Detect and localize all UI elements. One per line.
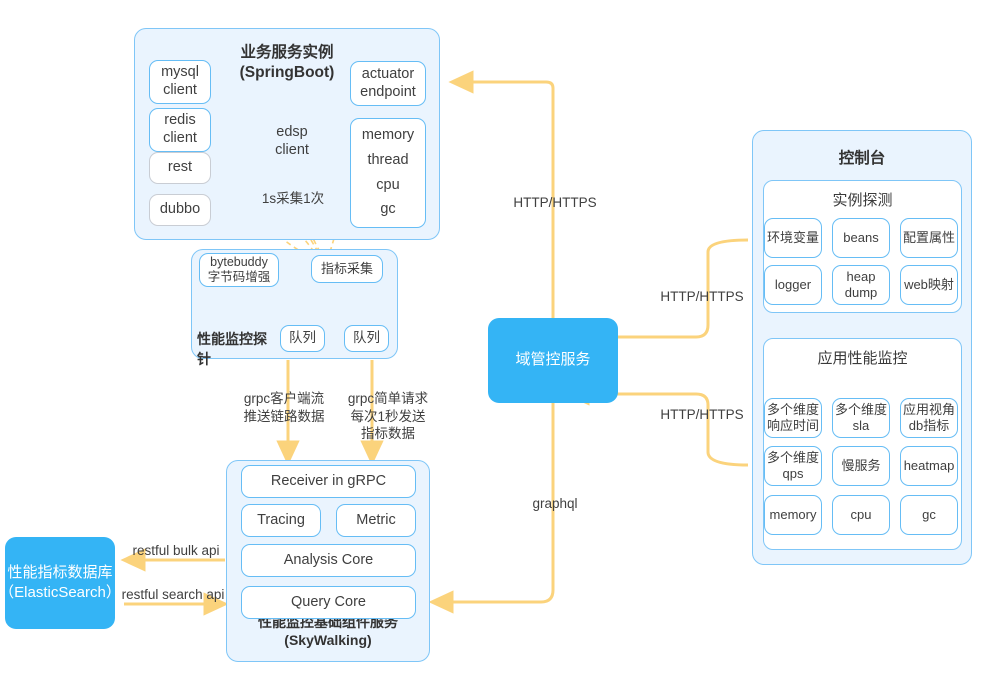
node-app-db-metrics[interactable]: 应用视角 db指标 <box>900 398 958 438</box>
node-label: cpu <box>850 507 872 523</box>
node-jvm-metrics[interactable]: memory thread cpu gc <box>350 118 426 228</box>
node-mysql-client[interactable]: mysql client <box>149 60 211 104</box>
node-label: beans <box>843 230 879 246</box>
node-label: 慢服务 <box>841 458 881 474</box>
node-label: redis client <box>163 112 197 146</box>
node-metric[interactable]: Metric <box>336 504 416 537</box>
node-label: logger <box>774 277 812 293</box>
node-domain-service[interactable]: 域管控服务 <box>488 318 618 403</box>
node-heap-dump[interactable]: heap dump <box>832 265 890 305</box>
node-web-mapping[interactable]: web映射 <box>900 265 958 305</box>
grpc-stream-label: grpc客户端流 推送链路数据 <box>243 391 325 424</box>
domain-service-label: 域管控服务 <box>515 351 591 369</box>
node-config-props[interactable]: 配置属性 <box>900 218 958 258</box>
es-line1: 性能指标数据库 <box>7 563 113 581</box>
node-label: 多个维度 响应时间 <box>766 402 819 433</box>
node-analysis-core[interactable]: Analysis Core <box>241 544 416 577</box>
node-actuator-endpoint[interactable]: actuator endpoint <box>350 61 426 106</box>
restful-bulk-label: restful bulk api <box>132 543 220 558</box>
node-label: actuator endpoint <box>360 65 416 100</box>
http-top-label: HTTP/HTTPS <box>513 195 597 210</box>
node-label: 多个维度 sla <box>834 402 887 433</box>
node-label: heap dump <box>844 269 878 300</box>
node-console-cpu[interactable]: cpu <box>832 495 890 535</box>
node-label: Analysis Core <box>283 551 374 568</box>
node-query-core[interactable]: Query Core <box>241 586 416 619</box>
apm-title: 应用性能监控 <box>817 350 908 367</box>
node-bytebuddy[interactable]: bytebuddy 字节码增强 <box>199 253 279 287</box>
node-label: web映射 <box>904 277 954 293</box>
node-label: 应用视角 db指标 <box>902 402 955 433</box>
springboot-title: 业务服务实例(SpringBoot) <box>239 44 335 82</box>
node-label: mysql client <box>161 64 199 98</box>
node-redis-client[interactable]: redis client <box>149 108 211 152</box>
node-multi-dim-sla[interactable]: 多个维度 sla <box>832 398 890 438</box>
node-label: bytebuddy 字节码增强 <box>207 254 271 284</box>
node-label: 环境变量 <box>766 230 819 246</box>
node-queue-right[interactable]: 队列 <box>344 325 389 352</box>
node-metric-collect[interactable]: 指标采集 <box>311 255 383 283</box>
console-title: 控制台 <box>838 150 886 167</box>
metric-cpu: cpu <box>376 176 400 193</box>
edsp-client-label: edsp client <box>275 124 309 159</box>
instance-probe-title: 实例探测 <box>832 192 893 209</box>
node-label: 队列 <box>289 330 316 346</box>
node-multi-dim-response-time[interactable]: 多个维度 响应时间 <box>764 398 822 438</box>
node-label: memory <box>769 507 817 523</box>
node-slow-service[interactable]: 慢服务 <box>832 446 890 486</box>
node-receiver-grpc[interactable]: Receiver in gRPC <box>241 465 416 498</box>
node-label: dubbo <box>159 201 201 218</box>
http-lower-right-label: HTTP/HTTPS <box>660 407 744 422</box>
node-label: rest <box>167 159 193 176</box>
node-elasticsearch[interactable]: 性能指标数据库 （ElasticSearch） <box>0 537 121 629</box>
node-tracing[interactable]: Tracing <box>241 504 321 537</box>
metric-memory: memory <box>361 127 415 144</box>
node-console-gc[interactable]: gc <box>900 495 958 535</box>
node-label: gc <box>922 507 936 523</box>
node-logger[interactable]: logger <box>764 265 822 305</box>
metric-thread: thread <box>367 151 409 168</box>
node-beans[interactable]: beans <box>832 218 890 258</box>
node-label: 多个维度 qps <box>766 450 819 481</box>
node-dubbo[interactable]: dubbo <box>149 194 211 226</box>
node-label: heatmap <box>903 458 955 474</box>
node-label: 队列 <box>353 330 380 346</box>
node-label: Query Core <box>291 593 366 610</box>
node-label: 指标采集 <box>320 261 373 277</box>
node-label: 配置属性 <box>902 230 955 246</box>
metric-gc: gc <box>380 201 396 218</box>
node-label: Tracing <box>257 511 305 528</box>
probe-title: 性能监控探针 <box>197 331 267 367</box>
node-env-vars[interactable]: 环境变量 <box>764 218 822 258</box>
graphql-label: graphql <box>532 496 578 511</box>
node-label: Metric <box>356 511 396 528</box>
restful-search-label: restful search api <box>121 587 225 602</box>
es-line2: （ElasticSearch） <box>0 584 121 601</box>
node-queue-left[interactable]: 队列 <box>280 325 325 352</box>
http-upper-right-label: HTTP/HTTPS <box>660 289 744 304</box>
grpc-simple-label: grpc简单请求 每次1秒发送 指标数据 <box>347 391 429 442</box>
node-multi-dim-qps[interactable]: 多个维度 qps <box>764 446 822 486</box>
node-heatmap[interactable]: heatmap <box>900 446 958 486</box>
node-rest[interactable]: rest <box>149 152 211 184</box>
node-label: Receiver in gRPC <box>270 472 387 489</box>
sample-interval-label: 1s采集1次 <box>261 191 325 206</box>
node-console-memory[interactable]: memory <box>764 495 822 535</box>
